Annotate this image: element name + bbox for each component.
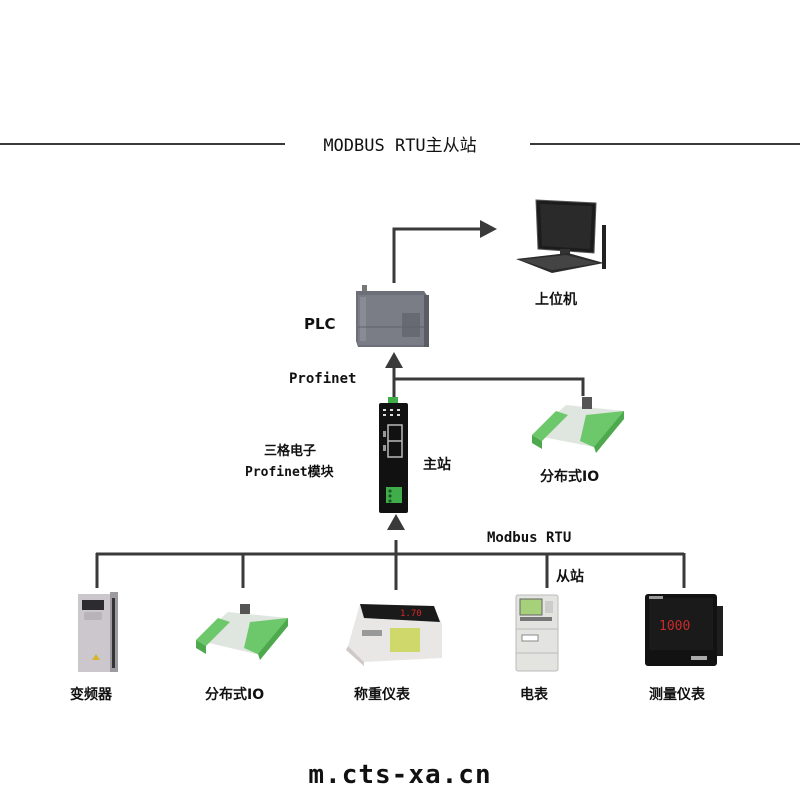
module-label-line2: Profinet模块: [245, 465, 334, 480]
title-rule-right: [530, 143, 800, 145]
distributed-io-icon: [528, 395, 628, 455]
profinet-io-label: 分布式IO: [540, 469, 600, 485]
arrow-to-pc: [480, 220, 497, 238]
module-label-line1: 三格电子: [264, 444, 317, 459]
distributed-io-icon: [192, 600, 292, 662]
pc-label: 上位机: [535, 292, 577, 308]
frequency-inverter-icon: [76, 590, 120, 674]
diagram-title: MODBUS RTU主从站: [323, 136, 477, 156]
slave-label-0: 变频器: [70, 687, 112, 703]
plc-label: PLC: [304, 315, 336, 333]
modbus-rtu-label: Modbus RTU: [487, 530, 572, 546]
footer-url: m.cts-xa.cn: [308, 760, 492, 790]
svg-text:1.70: 1.70: [400, 609, 422, 619]
slave-label-3: 电表: [520, 687, 548, 703]
profinet-label: Profinet: [289, 371, 357, 387]
plc-icon: [352, 283, 432, 351]
electric-meter-icon: [514, 593, 564, 673]
instrument-display: 1000: [659, 619, 690, 634]
arrow-to-plc: [385, 352, 403, 368]
weighing-indicator-icon: 1.70: [344, 596, 444, 666]
measuring-instrument-icon: 1000: [641, 590, 725, 670]
profinet-io-line: [394, 377, 585, 396]
profinet-gateway-icon: [376, 397, 412, 517]
slave-label-1: 分布式IO: [205, 687, 265, 703]
master-label: 主站: [423, 457, 451, 473]
arrow-to-module: [387, 514, 405, 530]
slave-label-4: 测量仪表: [649, 687, 705, 703]
plc-to-pc-line: [392, 227, 482, 283]
slave-label-2: 称重仪表: [354, 687, 410, 703]
slave-label: 从站: [556, 569, 584, 585]
computer-icon: [508, 197, 608, 277]
title-rule-left: [0, 143, 285, 145]
